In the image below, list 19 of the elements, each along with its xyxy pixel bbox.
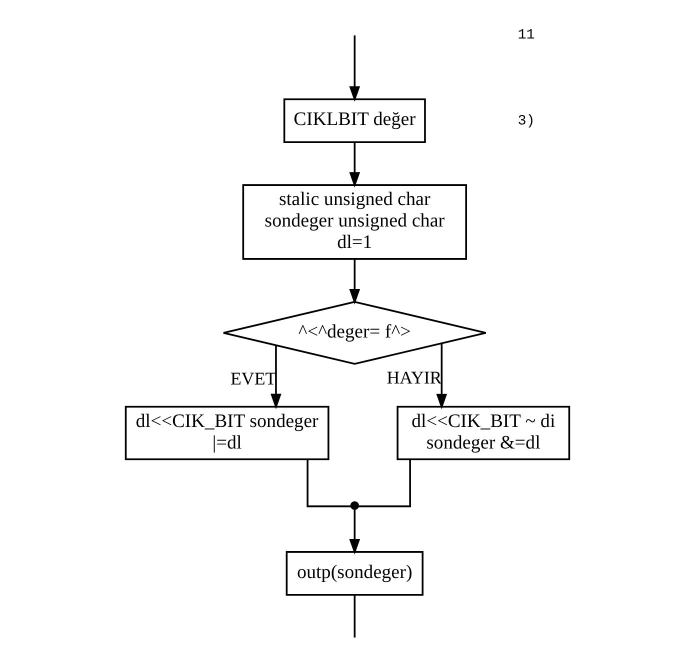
arrow (348, 509, 360, 555)
node-box: dl<<CIK_BIT sondeger |=dl (124, 406, 329, 460)
arrow (348, 142, 360, 188)
node-box: dl<<CIK_BIT ~ di sondeger &=dl (396, 406, 570, 460)
arrow (348, 35, 360, 102)
arrow (348, 259, 360, 305)
arrow (436, 344, 447, 410)
connector (306, 459, 351, 508)
node-box: outp(sondeger) (285, 551, 423, 596)
label: 11 (517, 28, 534, 44)
node-diamond: ^<^deger= f^> (222, 300, 486, 365)
connector (353, 594, 356, 638)
label: 3) (517, 113, 534, 130)
node-box: stalic unsigned char sondeger unsigned char dl=1 (242, 184, 466, 260)
node-box: CIKLBIT değer (282, 98, 426, 144)
arrow (270, 346, 281, 410)
connector (358, 459, 410, 508)
edge-label: HAYIR (386, 367, 442, 388)
node-circle (350, 501, 358, 510)
